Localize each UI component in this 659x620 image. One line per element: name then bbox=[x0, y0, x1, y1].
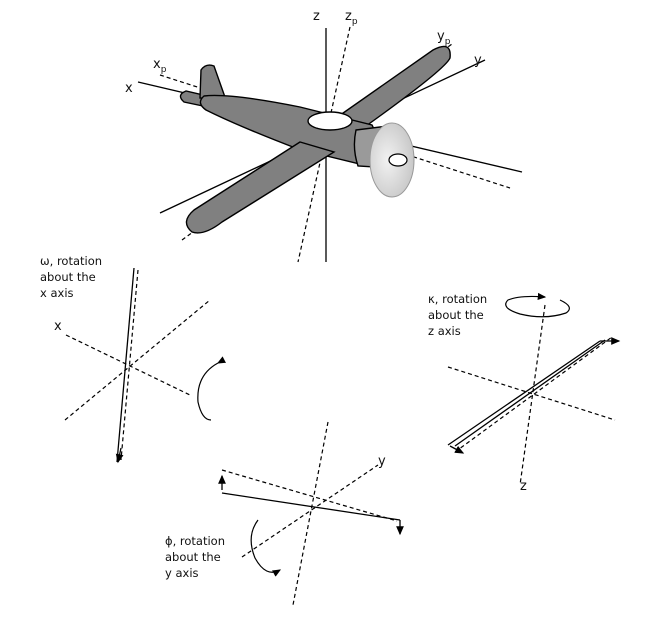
vertical-fin bbox=[199, 64, 228, 101]
phi-caption-line3: y axis bbox=[165, 566, 199, 580]
omega-arrow-bottom bbox=[115, 447, 124, 464]
omega-rotation-group: ω, rotation about the x axis x bbox=[40, 254, 227, 464]
phi-rotation-group: y ϕ, rotation about the y axis bbox=[165, 421, 404, 606]
omega-caption-line1: ω, rotation bbox=[40, 254, 102, 268]
kappa-arrow-bottom bbox=[449, 445, 465, 454]
omega-axis-y bbox=[64, 299, 211, 421]
kappa-rotation-group: κ, rotation about the z axis z bbox=[428, 292, 621, 494]
phi-label-y: y bbox=[378, 454, 386, 469]
kappa-rotated-a bbox=[454, 339, 606, 447]
omega-axis-z bbox=[120, 269, 139, 461]
kappa-caption-line2: about the bbox=[428, 308, 484, 322]
omega-rotated-z bbox=[116, 267, 135, 463]
phi-rotated-x bbox=[221, 492, 401, 521]
cockpit-canopy bbox=[307, 111, 353, 131]
kappa-axis-a bbox=[447, 366, 616, 421]
omega-caption-line3: x axis bbox=[40, 286, 74, 300]
omega-label-x: x bbox=[54, 319, 62, 334]
kappa-axis-z bbox=[519, 304, 546, 486]
kappa-caption-line3: z axis bbox=[428, 324, 461, 338]
kappa-rotated-b bbox=[447, 340, 601, 446]
kappa-caption-line1: κ, rotation bbox=[428, 292, 487, 306]
omega-rotation-arrow bbox=[197, 356, 227, 421]
left-wing bbox=[185, 141, 336, 234]
phi-caption-line2: about the bbox=[165, 550, 221, 564]
airplane-group: z zp x xp yp y bbox=[125, 9, 523, 263]
phi-axis-z bbox=[292, 421, 329, 606]
label-y: y bbox=[474, 53, 482, 68]
phi-caption-line1: ϕ, rotation bbox=[165, 534, 225, 548]
label-z: z bbox=[313, 9, 320, 24]
label-x: x bbox=[125, 81, 133, 96]
omega-caption-line2: about the bbox=[40, 270, 96, 284]
label-xp: xp bbox=[153, 57, 167, 75]
kappa-label-z: z bbox=[520, 479, 527, 494]
phi-axis-x bbox=[221, 469, 398, 522]
kappa-rotation-arrow bbox=[505, 292, 570, 318]
label-yp: yp bbox=[437, 29, 451, 47]
phi-rotation-arrow bbox=[250, 519, 282, 577]
kappa-axis-b bbox=[454, 336, 613, 453]
right-wing bbox=[334, 45, 451, 137]
omega-axis-x bbox=[65, 334, 191, 396]
label-zp: zp bbox=[345, 9, 358, 27]
propeller-spinner bbox=[388, 153, 408, 167]
phi-axis-y bbox=[241, 464, 379, 558]
